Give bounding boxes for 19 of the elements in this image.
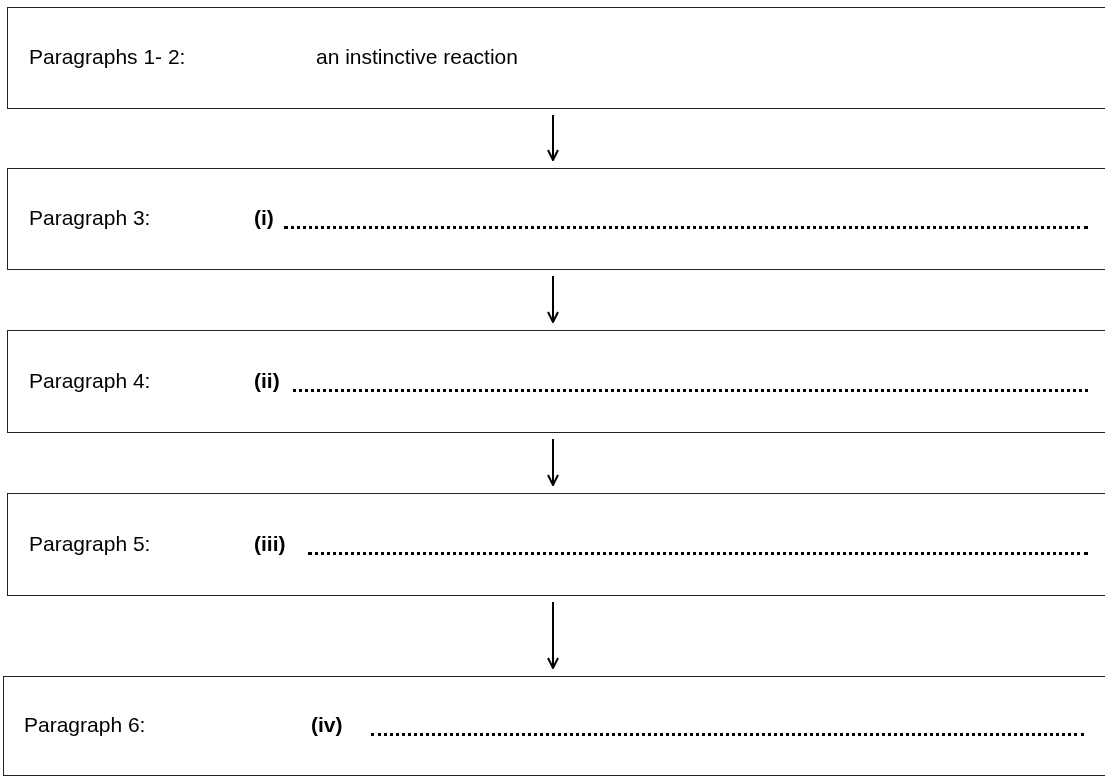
- paragraph-label: Paragraph 4:: [29, 368, 151, 393]
- arrow: [547, 601, 559, 669]
- arrow: [547, 438, 559, 486]
- paragraph-box: [7, 330, 1105, 433]
- paragraph-label: Paragraph 3:: [29, 206, 151, 230]
- arrow: [547, 114, 559, 161]
- paragraph-box: [7, 493, 1105, 596]
- question-number: (ii): [254, 368, 280, 393]
- paragraph-box: [3, 676, 1105, 776]
- paragraph-label: Paragraphs 1- 2:: [29, 45, 186, 69]
- paragraph-box: [7, 7, 1105, 109]
- question-number: (i): [254, 206, 274, 230]
- arrow: [547, 275, 559, 323]
- paragraph-label: Paragraph 6:: [24, 713, 146, 737]
- question-number: (iii): [254, 531, 286, 556]
- paragraph-label: Paragraph 5:: [29, 531, 151, 556]
- paragraph-box: [7, 168, 1105, 270]
- summary-text: an instinctive reaction: [316, 45, 518, 69]
- question-number: (iv): [311, 713, 343, 737]
